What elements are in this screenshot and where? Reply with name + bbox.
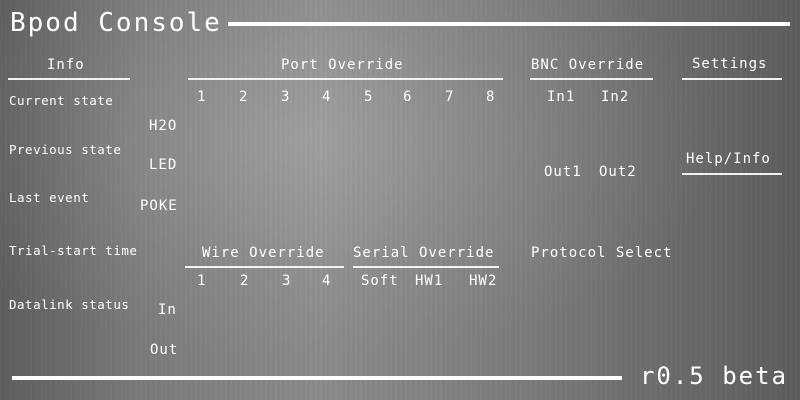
info-rule <box>8 78 130 80</box>
datalink-status-label: Datalink status <box>9 297 130 312</box>
port-7-button[interactable]: 7 <box>445 89 454 105</box>
bnc-out2-button[interactable]: Out2 <box>599 164 637 180</box>
poke-row-label: POKE <box>140 198 178 214</box>
help-info-rule <box>682 173 782 175</box>
serial-soft-button[interactable]: Soft <box>361 273 399 289</box>
serial-override-heading: Serial Override <box>353 245 495 261</box>
wire-4-button[interactable]: 4 <box>322 273 331 289</box>
settings-rule <box>682 78 782 80</box>
port-override-rule <box>188 78 503 80</box>
serial-override-rule <box>353 266 499 268</box>
bnc-in2-button[interactable]: In2 <box>601 89 630 105</box>
version-label: r0.5 beta <box>639 362 788 390</box>
h2o-row-label: H2O <box>149 118 178 134</box>
port-override-heading: Port Override <box>281 57 404 73</box>
in-row-label: In <box>158 302 177 318</box>
serial-hw2-button[interactable]: HW2 <box>469 273 498 289</box>
bnc-override-heading: BNC Override <box>531 57 645 73</box>
info-heading: Info <box>47 57 85 73</box>
app-title: Bpod Console <box>10 8 222 38</box>
port-1-button[interactable]: 1 <box>197 89 206 105</box>
wire-2-button[interactable]: 2 <box>240 273 249 289</box>
out-row-label: Out <box>150 342 179 358</box>
wire-override-rule <box>185 266 344 268</box>
port-3-button[interactable]: 3 <box>281 89 290 105</box>
serial-hw1-button[interactable]: HW1 <box>415 273 444 289</box>
bnc-override-rule <box>530 78 653 80</box>
current-state-label: Current state <box>9 93 114 108</box>
title-rule <box>228 22 790 26</box>
port-8-button[interactable]: 8 <box>486 89 495 105</box>
settings-button[interactable]: Settings <box>692 56 768 72</box>
port-2-button[interactable]: 2 <box>239 89 248 105</box>
footer-rule <box>12 376 622 380</box>
last-event-label: Last event <box>9 190 90 205</box>
protocol-select-button[interactable]: Protocol Select <box>531 245 673 261</box>
led-row-label: LED <box>149 157 178 173</box>
port-5-button[interactable]: 5 <box>364 89 373 105</box>
bnc-out1-button[interactable]: Out1 <box>544 164 582 180</box>
previous-state-label: Previous state <box>9 142 122 157</box>
wire-1-button[interactable]: 1 <box>197 273 206 289</box>
help-info-button[interactable]: Help/Info <box>686 151 771 167</box>
bnc-in1-button[interactable]: In1 <box>547 89 576 105</box>
trial-start-time-label: Trial-start time <box>9 243 138 258</box>
port-6-button[interactable]: 6 <box>403 89 412 105</box>
port-4-button[interactable]: 4 <box>322 89 331 105</box>
wire-override-heading: Wire Override <box>202 245 325 261</box>
wire-3-button[interactable]: 3 <box>282 273 291 289</box>
